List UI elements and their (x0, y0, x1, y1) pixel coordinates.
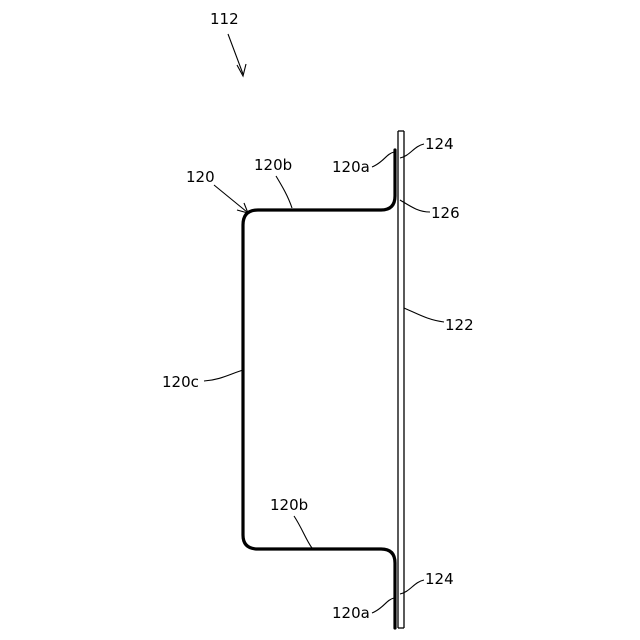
label-120b-bottom: 120b (270, 496, 308, 514)
leader-120a-bottom (372, 598, 394, 613)
leader-120a-top (372, 152, 394, 167)
member-120-profile (243, 150, 395, 628)
label-122: 122 (445, 316, 474, 334)
label-124-top: 124 (425, 135, 454, 153)
label-126: 126 (431, 204, 460, 222)
arrow-112-shaft (228, 34, 243, 74)
label-120a-bottom: 120a (332, 604, 370, 622)
label-120c: 120c (162, 373, 199, 391)
leader-122 (404, 308, 444, 322)
leader-120c (204, 370, 243, 381)
plate-122 (398, 131, 404, 628)
label-112: 112 (210, 10, 239, 28)
leader-120b-top (276, 176, 292, 208)
arrow-120-shaft (214, 185, 247, 212)
label-120a-top: 120a (332, 158, 370, 176)
label-120b-top: 120b (254, 156, 292, 174)
label-120: 120 (186, 168, 215, 186)
label-124-bottom: 124 (425, 570, 454, 588)
leader-120b-bottom (294, 516, 312, 548)
